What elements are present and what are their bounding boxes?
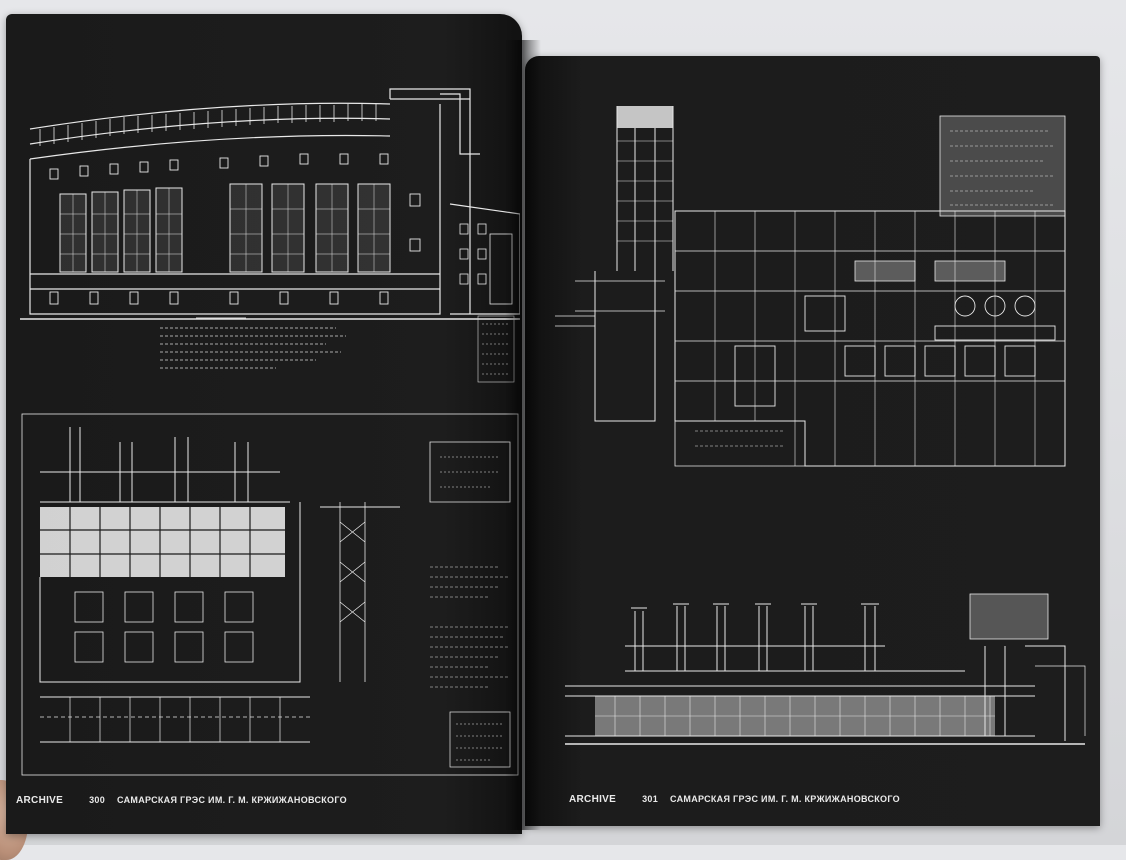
handwritten-notes bbox=[156, 314, 356, 374]
page-number: 300 bbox=[89, 795, 106, 805]
section-label: ARCHIVE bbox=[16, 795, 64, 806]
right-page-footer: ARCHIVE 301 САМАРСКАЯ ГРЭС ИМ. Г. М. КРЖИЖ… bbox=[569, 789, 900, 807]
section-label: ARCHIVE bbox=[569, 794, 617, 805]
long-elevation-drawing bbox=[565, 586, 1095, 756]
facade-elevation-drawing bbox=[20, 74, 520, 324]
book-spine-shadow bbox=[505, 40, 541, 830]
left-page-footer: ARCHIVE 300 САМАРСКАЯ ГРЭС ИМ. Г. М. КРЖИЖ… bbox=[16, 790, 347, 808]
page-title: САМАРСКАЯ ГРЭС ИМ. Г. М. КРЖИЖАНОВСКОГО bbox=[670, 794, 900, 804]
floor-plan-drawing bbox=[555, 101, 1075, 481]
right-page: ARCHIVE 301 САМАРСКАЯ ГРЭС ИМ. Г. М. КРЖИЖ… bbox=[525, 56, 1100, 826]
left-page: ARCHIVE 300 САМАРСКАЯ ГРЭС ИМ. Г. М. КРЖИЖ… bbox=[6, 14, 522, 834]
section-elevation-drawing bbox=[20, 412, 520, 777]
page-title: САМАРСКАЯ ГРЭС ИМ. Г. М. КРЖИЖАНОВСКОГО bbox=[117, 795, 347, 805]
page-number: 301 bbox=[642, 794, 659, 804]
